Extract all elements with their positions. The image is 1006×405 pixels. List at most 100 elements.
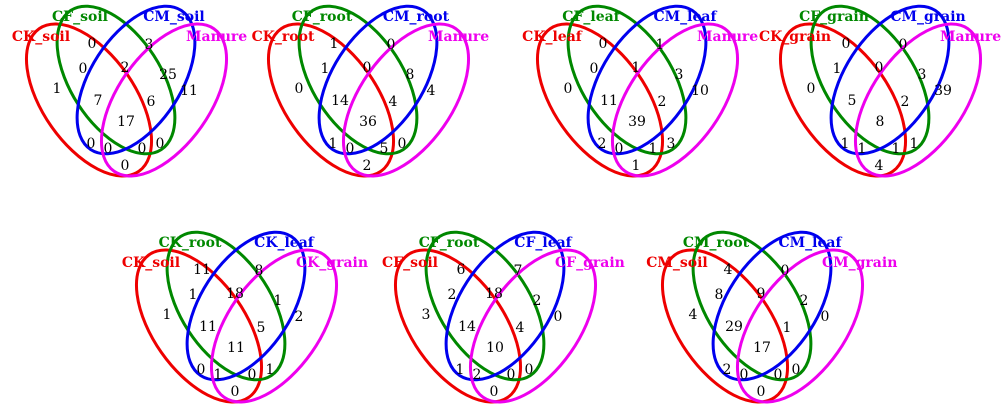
region-count-cd: 25: [159, 67, 177, 83]
region-count-c: 0: [899, 37, 908, 53]
region-count-ad: 0: [757, 384, 766, 400]
region-count-abd: 1: [858, 141, 867, 157]
set-label-4: Manure: [940, 29, 1001, 45]
set-label-1: CK_soil: [122, 255, 180, 271]
region-count-abcd: 36: [359, 114, 377, 130]
region-count-ab: 0: [79, 61, 88, 77]
set-label-1: CK_leaf: [522, 29, 583, 45]
region-count-ac: 0: [197, 362, 206, 378]
region-count-abc: 5: [848, 93, 857, 109]
region-count-bd: 1: [910, 136, 919, 152]
region-count-a: 0: [807, 81, 816, 97]
region-count-b: 0: [88, 36, 97, 52]
set-label-4: Manure: [428, 29, 489, 45]
region-count-bd: 0: [525, 362, 534, 378]
region-count-d: 2: [295, 309, 304, 325]
region-count-ad: 4: [875, 158, 884, 174]
region-count-d: 39: [934, 83, 952, 99]
region-count-ad: 0: [231, 384, 240, 400]
region-count-a: 4: [689, 307, 698, 323]
region-count-cd: 3: [675, 67, 684, 83]
set-label-3: CM_leaf: [779, 235, 843, 251]
set-label-4: Manure: [186, 29, 247, 45]
region-count-cd: 1: [274, 293, 283, 309]
set-label-1: CF_soil: [382, 255, 438, 271]
region-count-c: 0: [387, 37, 396, 53]
region-count-bcd: 4: [389, 94, 398, 110]
region-count-abd: 1: [214, 367, 223, 383]
region-count-bcd: 6: [147, 94, 156, 110]
set-label-1: CK_grain: [759, 29, 831, 45]
region-count-c: 8: [255, 263, 264, 279]
region-count-a: 1: [53, 81, 62, 97]
region-count-b: 6: [457, 262, 466, 278]
region-count-bcd: 4: [516, 320, 525, 336]
set-ellipse-3: [711, 230, 833, 382]
region-count-ad: 2: [363, 158, 372, 174]
region-count-ab: 0: [590, 61, 599, 77]
set-label-2: CK_root: [159, 235, 222, 251]
set-label-3: CK_leaf: [254, 235, 315, 251]
set-label-4: Manure: [697, 29, 758, 45]
region-count-d: 0: [554, 309, 563, 325]
set-ellipse-3: [829, 4, 951, 156]
region-count-a: 1: [163, 307, 172, 323]
region-count-abc: 11: [600, 93, 618, 109]
region-count-d: 4: [427, 83, 436, 99]
set-label-1: CK_root: [252, 29, 315, 45]
region-count-abd: 0: [346, 141, 355, 157]
region-count-acd: 0: [138, 141, 147, 157]
region-count-abcd: 11: [227, 340, 245, 356]
set-label-2: CF_root: [292, 9, 353, 25]
region-count-b: 0: [842, 36, 851, 52]
region-count-abc: 14: [331, 93, 349, 109]
set-ellipse-4: [99, 22, 229, 178]
region-count-ac: 1: [456, 362, 465, 378]
region-count-abc: 29: [725, 319, 743, 335]
region-count-ac: 2: [598, 136, 607, 152]
set-ellipse-4: [468, 248, 598, 404]
region-count-ac: 1: [329, 136, 338, 152]
region-count-ab: 1: [189, 287, 198, 303]
set-ellipse-3: [317, 4, 439, 156]
set-ellipse-4: [735, 248, 865, 404]
region-count-acd: 1: [892, 141, 901, 157]
region-count-bc: 18: [226, 286, 244, 302]
set-label-3: CM_soil: [143, 9, 205, 25]
region-count-abc: 11: [199, 319, 217, 335]
region-count-acd: 0: [774, 367, 783, 383]
set-ellipse-4: [853, 22, 983, 178]
region-count-a: 0: [295, 81, 304, 97]
region-count-a: 0: [564, 81, 573, 97]
region-count-bd: 0: [792, 362, 801, 378]
set-label-3: CM_leaf: [654, 9, 718, 25]
set-label-4: CK_grain: [296, 255, 368, 271]
set-label-3: CM_grain: [890, 9, 965, 25]
set-ellipse-4: [209, 248, 339, 404]
set-label-2: CF_grain: [799, 9, 869, 25]
region-count-c: 1: [656, 37, 665, 53]
region-count-bcd: 2: [901, 94, 910, 110]
region-count-bd: 1: [266, 362, 275, 378]
region-count-ac: 1: [841, 136, 850, 152]
set-label-2: CM_root: [683, 235, 750, 251]
region-count-d: 11: [180, 83, 198, 99]
region-count-d: 10: [691, 83, 709, 99]
region-count-ab: 1: [321, 61, 330, 77]
region-count-ac: 2: [723, 362, 732, 378]
region-count-cd: 2: [800, 293, 809, 309]
region-count-cd: 2: [533, 293, 542, 309]
set-ellipse-3: [185, 230, 307, 382]
region-count-bcd: 1: [783, 320, 792, 336]
region-count-bcd: 2: [658, 94, 667, 110]
set-ellipse-3: [444, 230, 566, 382]
region-count-bc: 0: [875, 60, 884, 76]
region-count-abcd: 17: [753, 340, 771, 356]
region-count-abc: 7: [94, 93, 103, 109]
